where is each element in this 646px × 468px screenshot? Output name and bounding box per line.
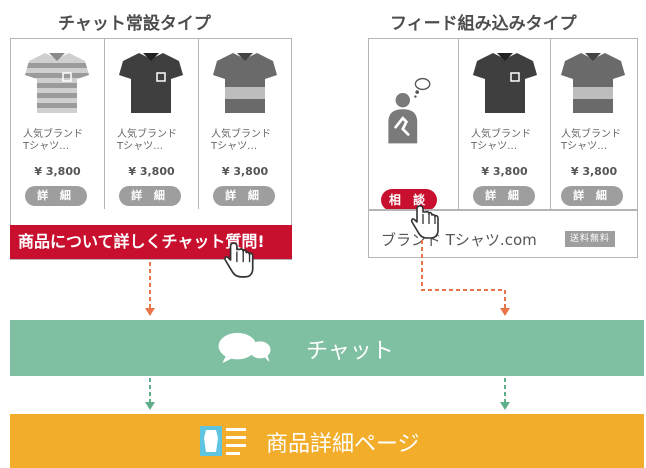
detail-button[interactable]: 詳 細 [119, 186, 181, 206]
free-shipping-badge: 送料無料 [565, 231, 616, 247]
detail-button[interactable]: 詳 細 [561, 186, 623, 206]
chat-band: チャット [10, 320, 644, 376]
price-label: ¥ 3,800 [570, 165, 618, 178]
hand-pointer-icon [224, 242, 254, 278]
price-label: ¥ 3,800 [128, 165, 175, 178]
hand-pointer-icon [410, 205, 439, 239]
price-label: ¥ 3,800 [481, 165, 528, 178]
detail-button[interactable]: 詳 細 [473, 186, 535, 206]
detail-button[interactable]: 詳 細 [213, 186, 275, 206]
detail-button[interactable]: 詳 細 [25, 186, 87, 206]
consultant-card[interactable]: 相 談 [369, 39, 459, 211]
two-tone-polo-shirt-icon [561, 53, 625, 113]
chat-band-label: チャット [306, 339, 394, 364]
chat-bubbles-icon [218, 332, 271, 364]
left-section-title: チャット常設タイプ [58, 14, 211, 34]
right-section-title: フィード組み込みタイプ [390, 14, 577, 34]
two-tone-polo-shirt-icon [213, 53, 277, 113]
price-label: ¥ 3,800 [34, 165, 81, 178]
striped-polo-shirt-icon [25, 53, 89, 113]
dark-polo-shirt-icon [119, 53, 183, 113]
consult-button[interactable]: 相 談 [381, 189, 437, 211]
thinking-person-icon [388, 77, 431, 144]
feed-footer-divider [369, 209, 637, 211]
product-detail-band-label: 商品詳細ページ [266, 432, 420, 457]
product-page-icon [200, 426, 246, 456]
feed-footer-brand: ブランド Tシャツ.com [381, 231, 537, 249]
product-detail-band: 商品詳細ページ [10, 414, 644, 468]
price-label: ¥ 3,800 [221, 165, 269, 178]
dark-polo-shirt-icon [473, 53, 537, 113]
